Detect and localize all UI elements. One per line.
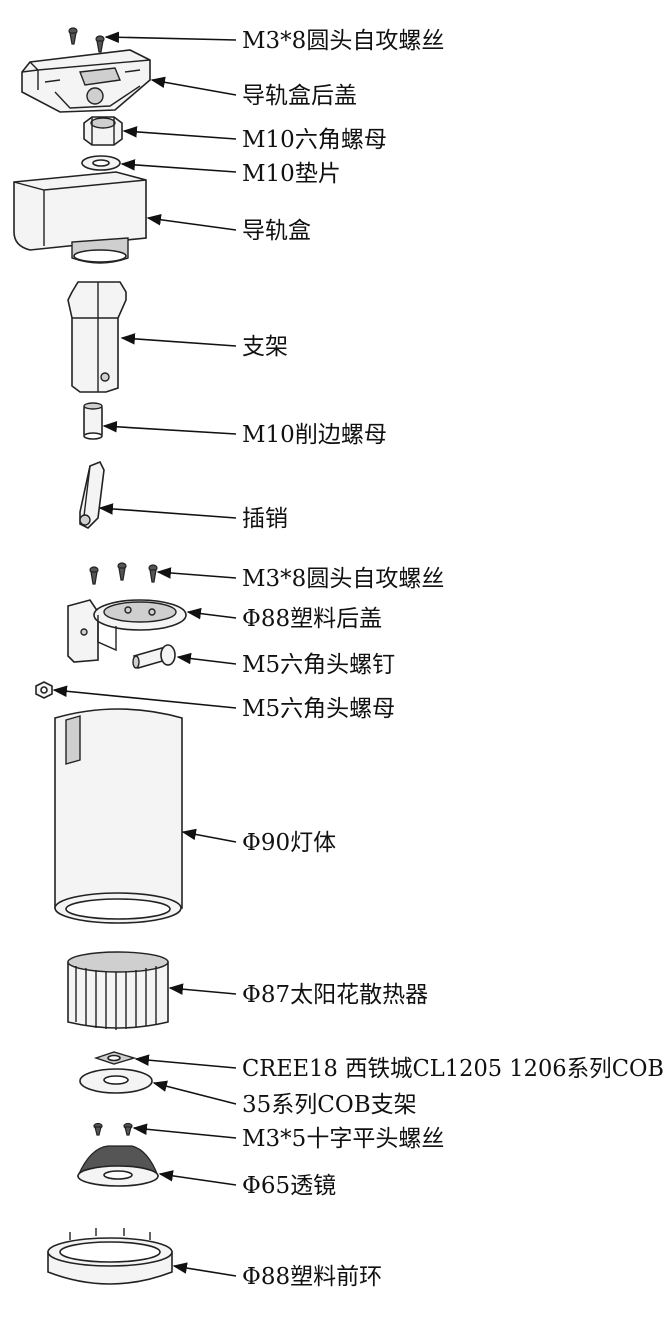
leader-cob bbox=[134, 1054, 237, 1069]
leader-screw-mid bbox=[156, 567, 237, 579]
leader-pin bbox=[98, 503, 237, 519]
label-m5-nut: M5六角头螺母 bbox=[242, 696, 395, 722]
leader-cob-holder bbox=[152, 1080, 237, 1105]
pin-drawing bbox=[79, 460, 105, 529]
label-screw-top: M3*8圆头自攻螺丝 bbox=[242, 28, 444, 54]
bracket-drawing bbox=[67, 281, 127, 393]
label-front-ring: Φ88塑料前环 bbox=[242, 1264, 382, 1290]
screw-mid-drawing bbox=[89, 562, 158, 585]
leader-heatsink bbox=[168, 983, 237, 995]
label-m10-washer: M10垫片 bbox=[242, 161, 341, 187]
m5-nut-drawing bbox=[35, 681, 53, 699]
leader-m5-bolt bbox=[176, 652, 237, 665]
lamp-body-drawing bbox=[54, 708, 183, 924]
label-cob-holder: 35系列COB支架 bbox=[242, 1092, 417, 1118]
label-heatsink: Φ87太阳花散热器 bbox=[242, 982, 428, 1008]
label-rail-box: 导轨盒 bbox=[242, 218, 311, 244]
rail-box-drawing bbox=[13, 171, 147, 264]
label-lens: Φ65透镜 bbox=[242, 1173, 336, 1199]
m10-nut-drawing bbox=[83, 116, 123, 146]
leader-m10-cut-nut bbox=[102, 421, 237, 435]
leader-m10-washer bbox=[120, 159, 237, 173]
leader-screw-flat bbox=[132, 1123, 237, 1139]
label-screw-mid: M3*8圆头自攻螺丝 bbox=[242, 566, 444, 592]
label-plastic-cover: Φ88塑料后盖 bbox=[242, 606, 382, 632]
screw-top-drawing bbox=[68, 27, 105, 53]
cob-drawing bbox=[93, 1051, 137, 1065]
leader-front-ring bbox=[172, 1262, 237, 1277]
leader-lamp-body bbox=[181, 828, 237, 843]
leader-box-cover bbox=[150, 76, 237, 96]
plastic-cover-drawing bbox=[67, 599, 187, 663]
label-box-cover: 导轨盒后盖 bbox=[242, 83, 357, 109]
label-cob: CREE18 西铁城CL1205 1206系列COB bbox=[242, 1056, 664, 1082]
m10-washer-drawing bbox=[81, 155, 121, 171]
heatsink-drawing bbox=[67, 951, 169, 1030]
leader-m5-nut bbox=[52, 685, 237, 709]
leader-screw-top bbox=[104, 31, 237, 44]
label-m5-bolt: M5六角头螺钉 bbox=[242, 652, 395, 678]
label-m10-cut-nut: M10削边螺母 bbox=[242, 422, 387, 448]
label-bracket: 支架 bbox=[242, 334, 288, 360]
leader-lens bbox=[158, 1170, 237, 1186]
cob-holder-drawing bbox=[79, 1068, 153, 1094]
label-lamp-body: Φ90灯体 bbox=[242, 830, 336, 856]
leader-plastic-cover bbox=[186, 607, 237, 620]
label-m10-nut: M10六角螺母 bbox=[242, 127, 387, 153]
label-pin: 插销 bbox=[242, 506, 288, 532]
front-ring-drawing bbox=[47, 1228, 173, 1285]
lens-drawing bbox=[77, 1145, 159, 1187]
label-screw-flat: M3*5十字平头螺丝 bbox=[242, 1126, 444, 1152]
box-cover-drawing bbox=[21, 49, 151, 113]
leader-lines bbox=[52, 31, 237, 1277]
m10-cut-nut-drawing bbox=[83, 402, 103, 440]
leader-m10-nut bbox=[122, 126, 237, 140]
leader-rail-box bbox=[146, 214, 237, 231]
m5-bolt-drawing bbox=[132, 644, 176, 669]
screw-flat-drawing bbox=[93, 1122, 133, 1136]
leader-bracket bbox=[120, 333, 237, 347]
